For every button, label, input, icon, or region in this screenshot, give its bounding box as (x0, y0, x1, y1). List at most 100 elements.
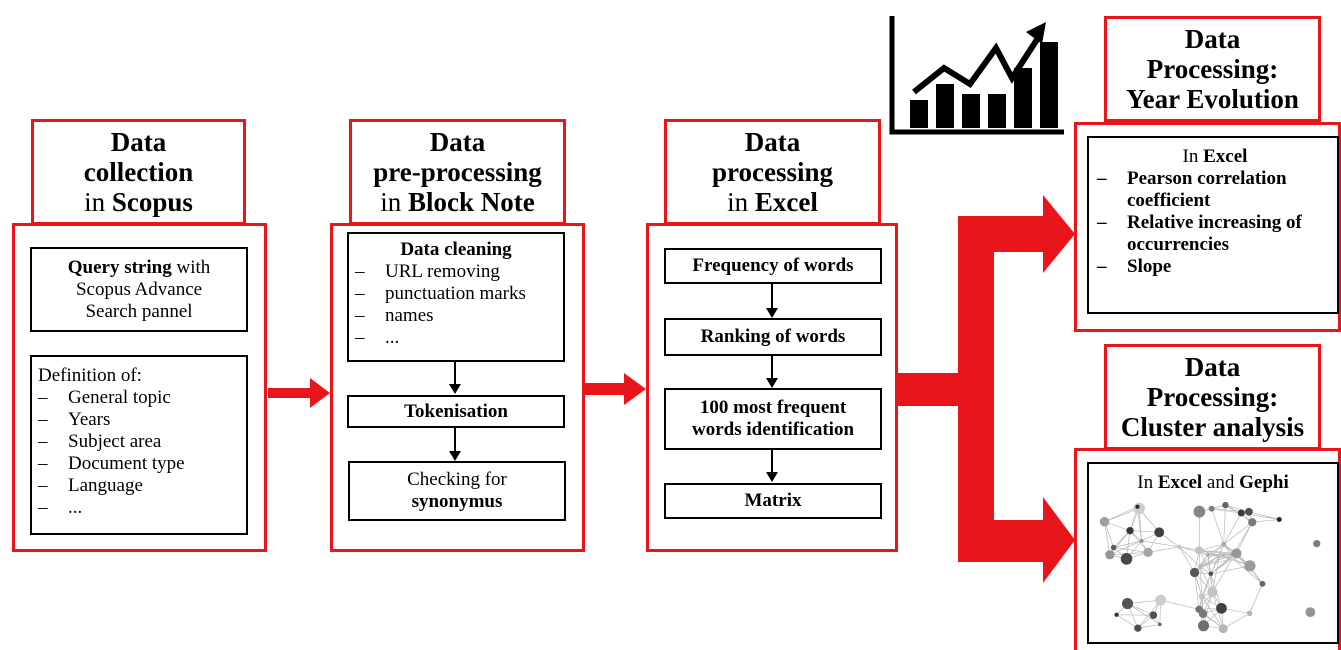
title-run: Scopus (111, 187, 193, 217)
network-node (1246, 610, 1253, 617)
title-line: Processing: (1126, 54, 1299, 84)
title-line: Data (84, 127, 193, 157)
arrow-head (766, 378, 778, 388)
title-run: Year Evolution (1126, 84, 1299, 114)
network-edge (1211, 508, 1242, 514)
list-item: Document type (38, 453, 246, 475)
list-item: Slope (1097, 256, 1333, 278)
network-edge (1203, 591, 1213, 626)
network-edge (1141, 540, 1180, 548)
network-edge (1210, 565, 1251, 575)
year-evolution-in: In Excel (1097, 146, 1333, 168)
query-line2: Scopus Advance (75, 278, 203, 300)
network-edge (1147, 546, 1180, 553)
network-node (1198, 593, 1206, 600)
cleaning-list: URL removingpunctuation marksnames... (355, 261, 563, 349)
in-tool: Excel (1203, 146, 1248, 167)
tool-excel: Excel (1157, 472, 1203, 493)
checking-line1: Checking for (407, 469, 507, 490)
title-line: pre-processing (373, 157, 542, 187)
cluster-box: In Excel and Gephi (1087, 462, 1339, 644)
checking-line2: synonymus (411, 491, 503, 512)
title-line: Year Evolution (1126, 84, 1299, 114)
network-node (1195, 546, 1204, 555)
year-evolution-list: Pearson correlation coefficientRelative … (1097, 168, 1333, 278)
list-item: punctuation marks (355, 283, 563, 305)
list-item: Pearson correlation coefficient (1097, 168, 1333, 212)
arrow-head (766, 472, 778, 482)
definition-label: Definition of: (38, 365, 142, 386)
in-label: In (1137, 472, 1158, 493)
network-edge (1104, 506, 1138, 523)
network-node (1216, 602, 1227, 614)
arrow-line (771, 450, 773, 473)
list-item: Relative increasing of occurrencies (1097, 212, 1333, 256)
network-node (1208, 571, 1214, 577)
network-node (1197, 564, 1203, 569)
network-edge (1210, 558, 1233, 575)
arrow-line (454, 428, 456, 452)
network-edge (1223, 505, 1226, 545)
title-line: Processing: (1121, 382, 1304, 412)
title-run: Data (110, 127, 167, 157)
network-node (1231, 548, 1242, 559)
network-node (1245, 507, 1253, 516)
arrow-line (771, 356, 773, 379)
title-line: Data (1121, 352, 1304, 382)
title-run: Processing: (1146, 382, 1279, 412)
title-run: in (727, 187, 755, 217)
network-node (1189, 567, 1200, 578)
query-rest: with (171, 256, 211, 278)
title-run: processing (711, 157, 833, 187)
network-node (1207, 586, 1218, 598)
step-matrix-box: Matrix (664, 483, 882, 519)
network-edge (1223, 613, 1250, 630)
title-run: Block Note (408, 187, 535, 217)
title-run: Data (1184, 352, 1241, 382)
network-node (1126, 526, 1134, 535)
network-edge (1160, 599, 1200, 610)
title-line: Data (1126, 24, 1299, 54)
list-item: names (355, 305, 563, 327)
network-node (1237, 509, 1245, 517)
tokenisation-label: Tokenisation (404, 400, 508, 422)
network-graph-icon (1099, 501, 1321, 634)
arrow-line (454, 362, 456, 385)
title-run: Data (429, 127, 486, 157)
network-edge (1113, 530, 1131, 548)
network-edge (1212, 555, 1220, 593)
network-edge (1199, 549, 1237, 554)
title-line: Data (712, 127, 833, 157)
list-item: Subject area (38, 431, 246, 453)
network-node (1217, 553, 1222, 559)
title-line: in Excel (712, 187, 833, 217)
red-arrow-2 (585, 373, 646, 405)
step-ranking-box: Ranking of words (664, 318, 882, 356)
network-edge (1178, 546, 1195, 573)
arrow-head (449, 451, 461, 461)
list-item: General topic (38, 387, 246, 409)
cluster-in: In Excel and Gephi (1089, 464, 1337, 494)
network-node (1114, 612, 1119, 617)
network-edge (1194, 572, 1200, 610)
step-top100-box: 100 most frequent words identification (664, 388, 882, 450)
network-node (1105, 550, 1115, 560)
network-node (1222, 501, 1229, 509)
and-label: and (1202, 472, 1240, 493)
network-edge (1179, 546, 1209, 556)
network-node (1149, 611, 1158, 619)
red-arrow-1 (268, 378, 330, 408)
arrow-line (771, 284, 773, 309)
network-edge (1223, 512, 1242, 545)
network-node (1208, 505, 1215, 512)
definition-list: General topicYearsSubject areaDocument t… (38, 387, 246, 519)
title-run: Excel (754, 187, 818, 217)
network-node (1198, 609, 1208, 618)
network-node (1155, 594, 1167, 606)
network-node (1099, 516, 1110, 527)
title-run: pre-processing (373, 157, 542, 187)
